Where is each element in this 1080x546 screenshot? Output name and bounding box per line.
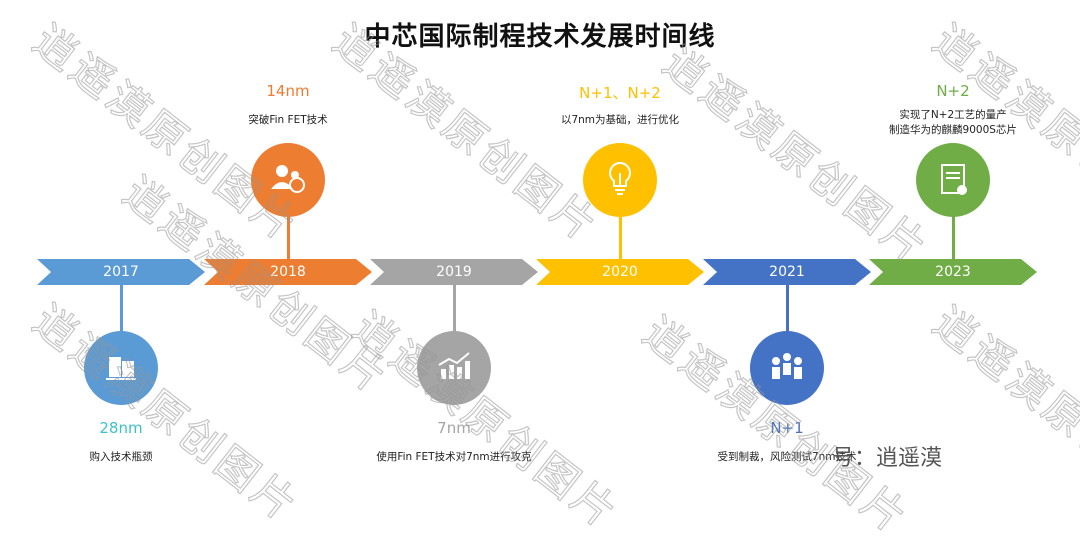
year-label: 2018: [270, 264, 306, 280]
milestone-label: 14nm: [266, 82, 310, 100]
description-line: 以7nm为基础，进行优化: [560, 114, 680, 126]
team-icon: [750, 331, 824, 405]
timeline-arrow-2020: 2020: [536, 259, 704, 285]
description-line: 实现了N+2工艺的量产: [899, 109, 1007, 121]
document-icon: [916, 143, 990, 217]
milestone-description: 使用Fin FET技术对7nm进行攻克: [344, 450, 564, 465]
description-line: 购入技术瓶颈: [89, 451, 153, 463]
year-label: 2023: [935, 264, 971, 280]
description-line: 使用Fin FET技术对7nm进行攻克: [376, 451, 532, 463]
arrow-shape: [37, 259, 205, 285]
timeline-connector: [951, 210, 955, 272]
description-line: 突破Fin FET技术: [248, 114, 328, 126]
lightbulb-icon: [583, 143, 657, 217]
milestone-description: 受到制裁，风险测试7nm技术: [677, 450, 897, 465]
watermark-text: 逍遥漠原创图片: [924, 296, 1080, 534]
year-label: 2020: [602, 264, 638, 280]
milestone-label: 7nm: [437, 419, 471, 437]
timeline-connector: [785, 272, 789, 338]
watermark-text: 逍遥漠原创图片: [654, 36, 939, 274]
timeline-diagram: 中芯国际制程技术发展时间线 2017 28nm 购入技术瓶颈 2018 14nm 突破Fi…: [11, 14, 1080, 544]
milestone-description: 实现了N+2工艺的量产制造华为的麒麟9000S芯片: [843, 108, 1063, 138]
timeline-connector: [618, 210, 622, 272]
arrow-shape: [536, 259, 704, 285]
timeline-connector: [119, 272, 123, 338]
timeline-connector: [452, 272, 456, 338]
people-icon: [251, 143, 325, 217]
year-label: 2019: [436, 264, 472, 280]
timeline-arrow-2023: 2023: [869, 259, 1037, 285]
year-label: 2017: [103, 264, 139, 280]
timeline-arrow-2018: 2018: [204, 259, 372, 285]
arrow-shape: [370, 259, 538, 285]
milestone-label: 28nm: [99, 419, 143, 437]
page-title: 中芯国际制程技术发展时间线: [364, 22, 716, 52]
arrow-shape: [204, 259, 372, 285]
milestone-description: 突破Fin FET技术: [178, 113, 398, 128]
footer-watermark: 号：逍遥漠: [832, 446, 943, 471]
chart-icon: [417, 331, 491, 405]
arrow-shape: [703, 259, 871, 285]
milestone-label: N+1、N+2: [579, 84, 661, 102]
milestone-description: 购入技术瓶颈: [11, 450, 231, 465]
timeline-connector: [286, 210, 290, 272]
books-icon: [84, 331, 158, 405]
arrow-shape: [869, 259, 1037, 285]
milestone-label: N+2: [936, 82, 970, 100]
milestone-label: N+1: [770, 419, 804, 437]
description-line: 制造华为的麒麟9000S芯片: [889, 124, 1017, 136]
timeline-arrow-2019: 2019: [370, 259, 538, 285]
milestone-description: 以7nm为基础，进行优化: [510, 113, 730, 128]
timeline-arrow-2017: 2017: [37, 259, 205, 285]
timeline-arrow-2021: 2021: [703, 259, 871, 285]
year-label: 2021: [769, 264, 805, 280]
description-line: 受到制裁，风险测试7nm技术: [717, 451, 857, 463]
